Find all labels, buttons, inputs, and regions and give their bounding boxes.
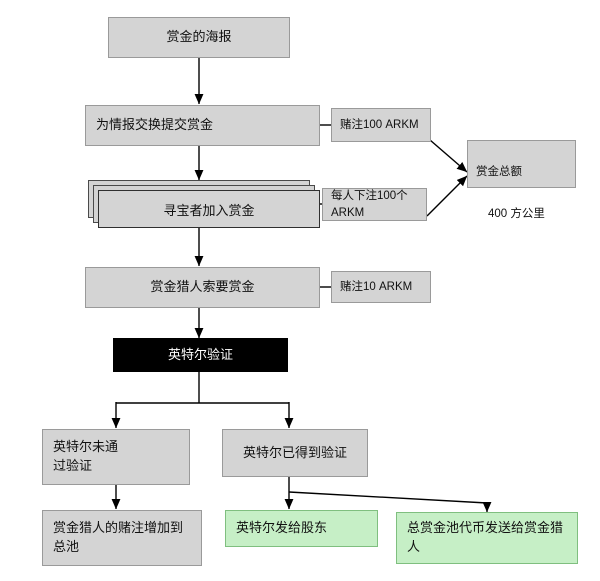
node-stake-added-to-pool[interactable]: 赏金猎人的赌注增加到 总池 xyxy=(42,510,202,566)
edge-note-each-to-total xyxy=(426,175,468,217)
annotation-bounty-total[interactable]: 赏金总额 400 方公里 xyxy=(467,140,576,220)
annotation-each-person-100-arkm-label: 每人下注100个ARKM xyxy=(331,189,408,219)
node-pool-tokens-to-hunter[interactable]: 总赏金池代币发送给赏金猎 人 xyxy=(396,512,578,564)
node-treasure-hunters-join-label: 寻宝者加入赏金 xyxy=(163,202,255,218)
edge-note100-to-total xyxy=(429,139,468,173)
node-treasure-hunters-join[interactable]: 寻宝者加入赏金 xyxy=(88,180,320,228)
annotation-bounty-total-title: 赏金总额 xyxy=(476,165,522,178)
annotation-bounty-total-value: 400 方公里 xyxy=(488,208,545,221)
node-intel-not-verified[interactable]: 英特尔未通 过验证 xyxy=(42,429,190,485)
edge-verification-split xyxy=(111,372,294,429)
annotation-each-person-100-arkm[interactable]: 每人下注100个ARKM xyxy=(322,188,427,221)
stack-layer-front xyxy=(98,190,320,228)
node-submit-bounty-label: 为情报交换提交赏金 xyxy=(96,117,214,133)
node-intel-verification[interactable]: 英特尔验证 xyxy=(113,338,288,372)
node-stake-added-to-pool-label: 赏金猎人的赌注增加到 总池 xyxy=(53,520,184,554)
annotation-stake-100-arkm-label: 赌注100 ARKM xyxy=(340,118,419,131)
node-bounty-poster[interactable]: 赏金的海报 xyxy=(108,17,290,58)
edge-verified-to-hunter-tokens xyxy=(288,491,492,513)
node-bounty-hunter-claim-label: 赏金猎人索要赏金 xyxy=(150,279,255,295)
node-intel-to-shareholders-label: 英特尔发给股东 xyxy=(236,520,328,536)
node-intel-verified-label: 英特尔已得到验证 xyxy=(242,444,347,460)
node-intel-verification-label: 英特尔验证 xyxy=(167,346,233,362)
annotation-stake-10-arkm[interactable]: 赌注10 ARKM xyxy=(331,271,431,303)
node-pool-tokens-to-hunter-label: 总赏金池代币发送给赏金猎 人 xyxy=(407,520,564,554)
node-bounty-poster-label: 赏金的海报 xyxy=(166,29,232,45)
node-intel-not-verified-label: 英特尔未通 过验证 xyxy=(53,439,119,473)
node-intel-to-shareholders[interactable]: 英特尔发给股东 xyxy=(225,510,378,547)
node-submit-bounty[interactable]: 为情报交换提交赏金 xyxy=(85,105,320,146)
annotation-stake-10-arkm-label: 赌注10 ARKM xyxy=(340,280,413,293)
annotation-bounty-total-body: 赏金总额 400 方公里 xyxy=(476,147,567,239)
annotation-stake-100-arkm[interactable]: 赌注100 ARKM xyxy=(331,108,431,142)
node-treasure-hunters-join-label-wrap: 寻宝者加入赏金 xyxy=(98,190,320,228)
node-bounty-hunter-claim[interactable]: 赏金猎人索要赏金 xyxy=(85,267,320,308)
node-intel-verified[interactable]: 英特尔已得到验证 xyxy=(222,429,368,477)
